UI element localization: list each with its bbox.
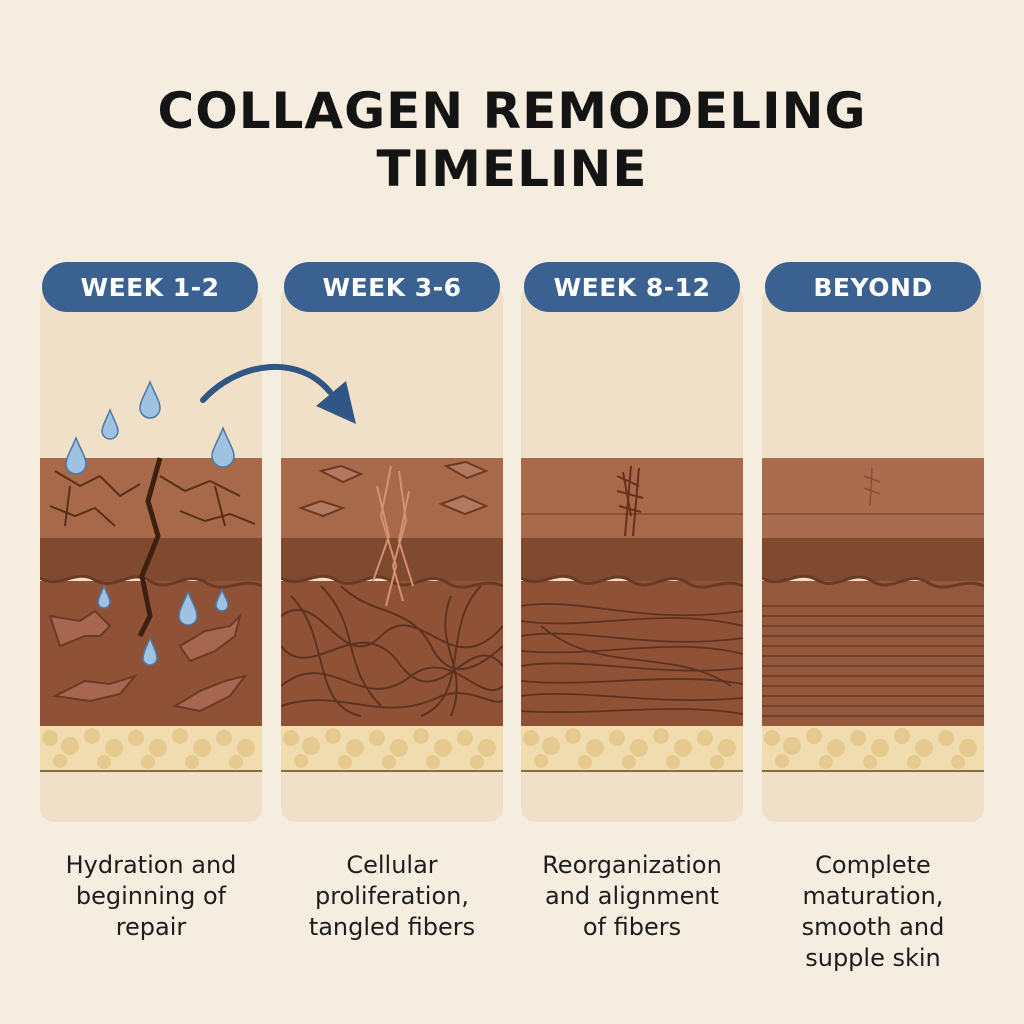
water-droplet-icon — [65, 380, 235, 666]
stage-3-skin-illustration — [521, 458, 743, 772]
stage-2-caption: Cellular proliferation, tangled fibers — [308, 851, 476, 941]
fat-globules — [42, 728, 255, 769]
title-line-2: TIMELINE — [376, 140, 648, 198]
stage-2-panel — [281, 286, 503, 822]
tangled-fibers — [281, 585, 503, 717]
deep-crack — [137, 457, 163, 638]
stage-3-label: WEEK 8-12 — [524, 262, 740, 312]
smooth-fibers — [762, 605, 984, 717]
aligned-fibers — [521, 603, 743, 715]
fat-globules — [523, 728, 736, 769]
faded-scar — [863, 467, 881, 507]
stage-2-skin-illustration — [281, 458, 503, 772]
stage-1-caption: Hydration and beginning of repair — [65, 851, 237, 941]
title-line-1: COLLAGEN REMODELING — [157, 82, 867, 140]
healing-zone — [372, 465, 414, 607]
stage-1-panel — [40, 286, 262, 822]
stage-1-label: WEEK 1-2 — [42, 262, 258, 312]
stage-4-skin-illustration — [762, 458, 984, 772]
fat-globules — [283, 728, 496, 769]
fibroblast-cell-icon — [48, 609, 248, 713]
stage-4-panel — [762, 286, 984, 822]
stage-3-caption: Reorganization and alignment of fibers — [542, 851, 722, 941]
stage-3-panel — [521, 286, 743, 822]
stage-4-caption: Complete maturation, smooth and supple s… — [801, 851, 945, 972]
page-title: COLLAGEN REMODELING TIMELINE — [0, 82, 1024, 198]
scar-mark — [616, 465, 644, 537]
stage-4-label: BEYOND — [765, 262, 981, 312]
fat-globules — [764, 728, 977, 769]
stage-2-label: WEEK 3-6 — [284, 262, 500, 312]
skin-cracks — [49, 470, 256, 527]
stage-1-skin-illustration — [40, 380, 262, 772]
fibroblast-cell-icon — [298, 460, 489, 518]
